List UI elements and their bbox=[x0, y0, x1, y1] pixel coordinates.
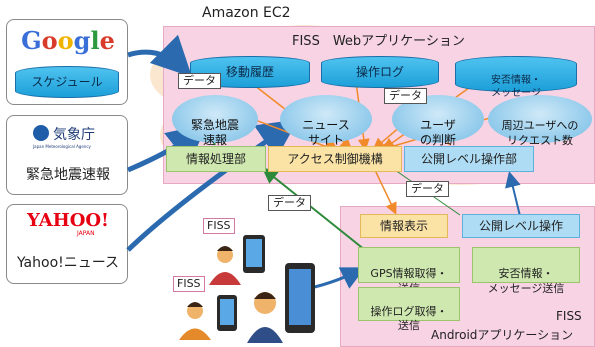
ellipse-earthquake: 緊急地震 速報 bbox=[172, 95, 258, 147]
db-safety-message-label: 安否情報・ メッセージ bbox=[491, 75, 541, 99]
ellipse-request-count-label: 周辺ユーザへの リクエスト数 bbox=[501, 119, 579, 147]
db-movement-history: 移動履歴 bbox=[190, 56, 310, 88]
jma-source-box: 気象庁 Japan Meteorological Agency 緊急地震速報 bbox=[6, 115, 128, 195]
access-control-unit: アクセス制御機構 bbox=[268, 146, 402, 172]
schedule-database: スケジュール bbox=[15, 66, 119, 98]
level-control-label: 公開レベル操作部 bbox=[420, 152, 517, 166]
arrow-yahoo-to-ec2 bbox=[126, 119, 299, 252]
android-title: FISS bbox=[556, 309, 582, 323]
ellipse-news-site: ニュース サイト bbox=[280, 95, 372, 147]
ec2-title: Amazon EC2 bbox=[202, 5, 291, 21]
data-label: データ bbox=[406, 181, 449, 197]
access-control-label: アクセス制御機構 bbox=[287, 152, 383, 166]
oplog-send-label: 操作ログ取得・ 送信 bbox=[370, 305, 448, 332]
jma-caption: 緊急地震速報 bbox=[26, 167, 110, 183]
db-operation-log-label: 操作ログ bbox=[355, 65, 404, 79]
gps-send-box: GPS情報取得・ 送信 bbox=[358, 247, 460, 295]
yahoo-logo-sub: JAPAN bbox=[77, 230, 95, 237]
jma-logo-text: 気象庁 bbox=[53, 127, 95, 143]
smartphone-icon bbox=[243, 235, 265, 273]
smartphone-icon bbox=[285, 263, 315, 333]
db-safety-message: 安否情報・ メッセージ bbox=[455, 56, 577, 99]
arrow-gps-to-info bbox=[261, 167, 366, 251]
safety-send-label: 安否情報・ メッセージ送信 bbox=[487, 267, 565, 295]
jma-emblem-icon bbox=[33, 125, 49, 141]
android-subtitle: Androidアプリケーション bbox=[431, 328, 574, 342]
data-label: データ bbox=[384, 88, 427, 104]
smartphone-icon bbox=[217, 295, 237, 331]
arrow-google-to-ec2 bbox=[127, 34, 193, 78]
level-control-unit: 公開レベル操作部 bbox=[404, 146, 534, 172]
data-label: データ bbox=[178, 73, 221, 89]
safety-send-box: 安否情報・ メッセージ送信 bbox=[472, 247, 580, 295]
user-icon bbox=[247, 292, 283, 343]
user-icon bbox=[209, 246, 241, 285]
user-icon bbox=[179, 302, 211, 340]
data-label: データ bbox=[268, 195, 311, 211]
jma-logo-subtext: Japan Meteorological Agency bbox=[33, 144, 91, 149]
yahoo-caption: Yahoo!ニュース bbox=[16, 255, 120, 271]
schedule-label: スケジュール bbox=[31, 75, 103, 89]
level-operation-label: 公開レベル操作 bbox=[478, 219, 563, 233]
users-illustration bbox=[179, 235, 315, 343]
fiss-tag: FISS bbox=[203, 218, 235, 234]
arrow-access-to-display bbox=[374, 169, 397, 215]
ellipse-earthquake-label: 緊急地震 速報 bbox=[190, 118, 239, 147]
ellipse-request-count: 周辺ユーザへの リクエスト数 bbox=[488, 95, 592, 147]
info-processing-label: 情報処理部 bbox=[185, 152, 246, 166]
info-processing-unit: 情報処理部 bbox=[166, 146, 266, 172]
oplog-send-box: 操作ログ取得・ 送信 bbox=[358, 287, 460, 332]
db-operation-log: 操作ログ bbox=[321, 56, 439, 88]
google-source-box: Google スケジュール bbox=[6, 19, 128, 105]
arrow-level-op-to-level-unit bbox=[505, 171, 521, 217]
jma-logo: 気象庁 Japan Meteorological Agency bbox=[33, 124, 103, 152]
google-logo: Google bbox=[21, 26, 115, 55]
db-movement-history-label: 移動履歴 bbox=[225, 65, 274, 79]
info-display-box: 情報表示 bbox=[360, 214, 448, 238]
yahoo-logo: YAHOO! bbox=[27, 210, 109, 231]
web-app-title: FISS Webアプリケーション bbox=[292, 34, 465, 49]
ellipse-news-site-label: ニュース サイト bbox=[302, 118, 350, 147]
ellipse-user-judgement-label: ユーザ の判断 bbox=[419, 118, 456, 147]
fiss-tag: FISS bbox=[173, 276, 205, 292]
info-display-label: 情報表示 bbox=[379, 219, 428, 233]
yahoo-source-box: YAHOO! JAPAN Yahoo!ニュース bbox=[6, 204, 128, 284]
level-operation-box: 公開レベル操作 bbox=[462, 214, 580, 238]
